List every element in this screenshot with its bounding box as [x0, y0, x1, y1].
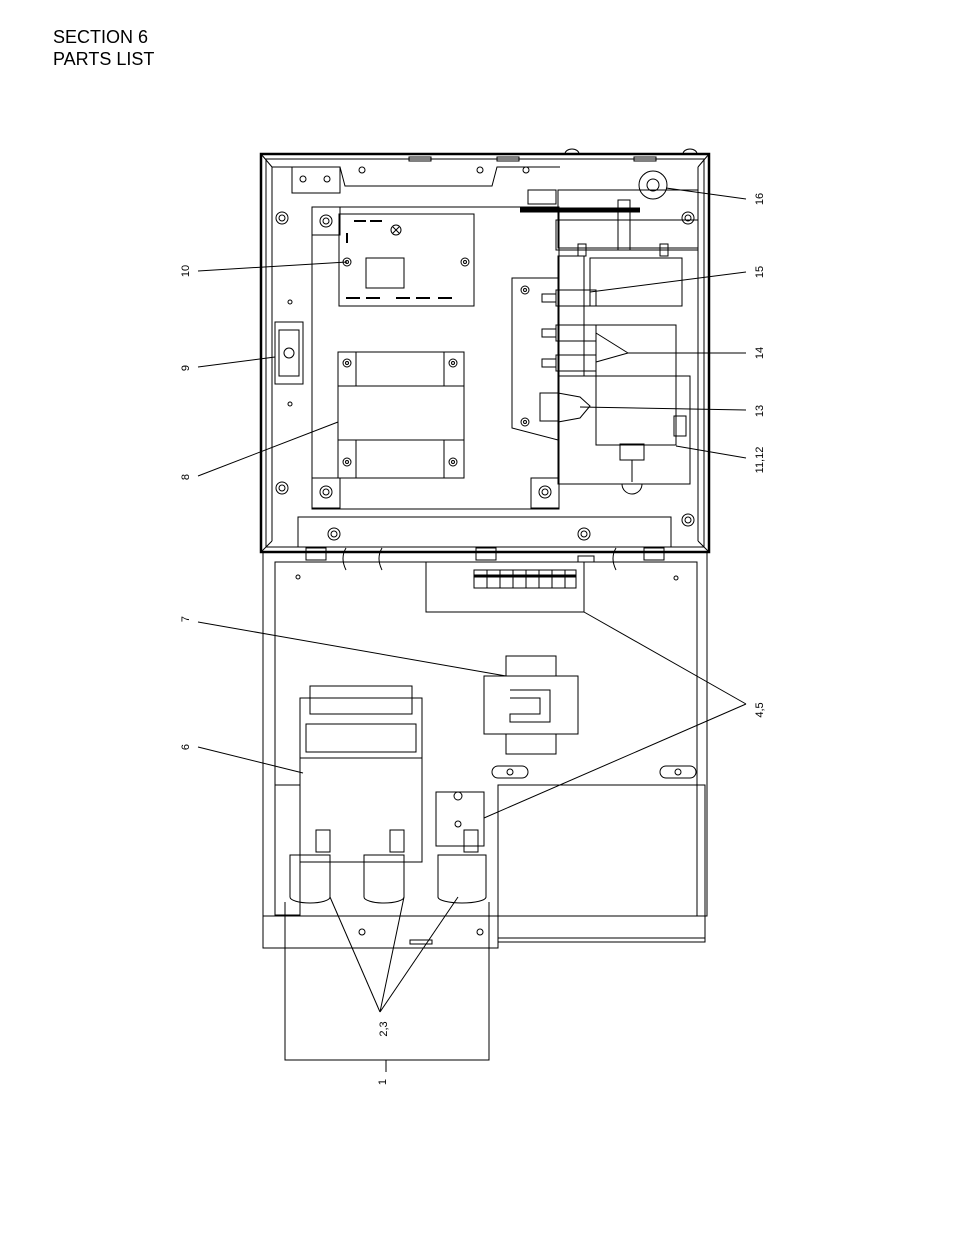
callout-16: 16 — [754, 193, 766, 205]
callout-4-5: 4,5 — [754, 702, 766, 717]
callout-labels: 16 15 14 13 11,12 10 9 8 7 6 4,5 2,3 1 — [180, 193, 766, 1085]
callout-9: 9 — [180, 365, 192, 371]
lower-enclosure — [263, 548, 707, 948]
callout-7: 7 — [180, 616, 192, 622]
callout-13: 13 — [754, 405, 766, 417]
leader-lines — [198, 188, 746, 1072]
callout-6: 6 — [180, 744, 192, 750]
callout-2-3: 2,3 — [378, 1021, 390, 1036]
callout-15: 15 — [754, 266, 766, 278]
callout-1: 1 — [377, 1079, 389, 1085]
callout-10: 10 — [180, 265, 192, 277]
callout-14: 14 — [754, 347, 766, 359]
callout-8: 8 — [180, 474, 192, 480]
callout-11-12: 11,12 — [754, 447, 766, 474]
upper-enclosure — [261, 149, 709, 552]
